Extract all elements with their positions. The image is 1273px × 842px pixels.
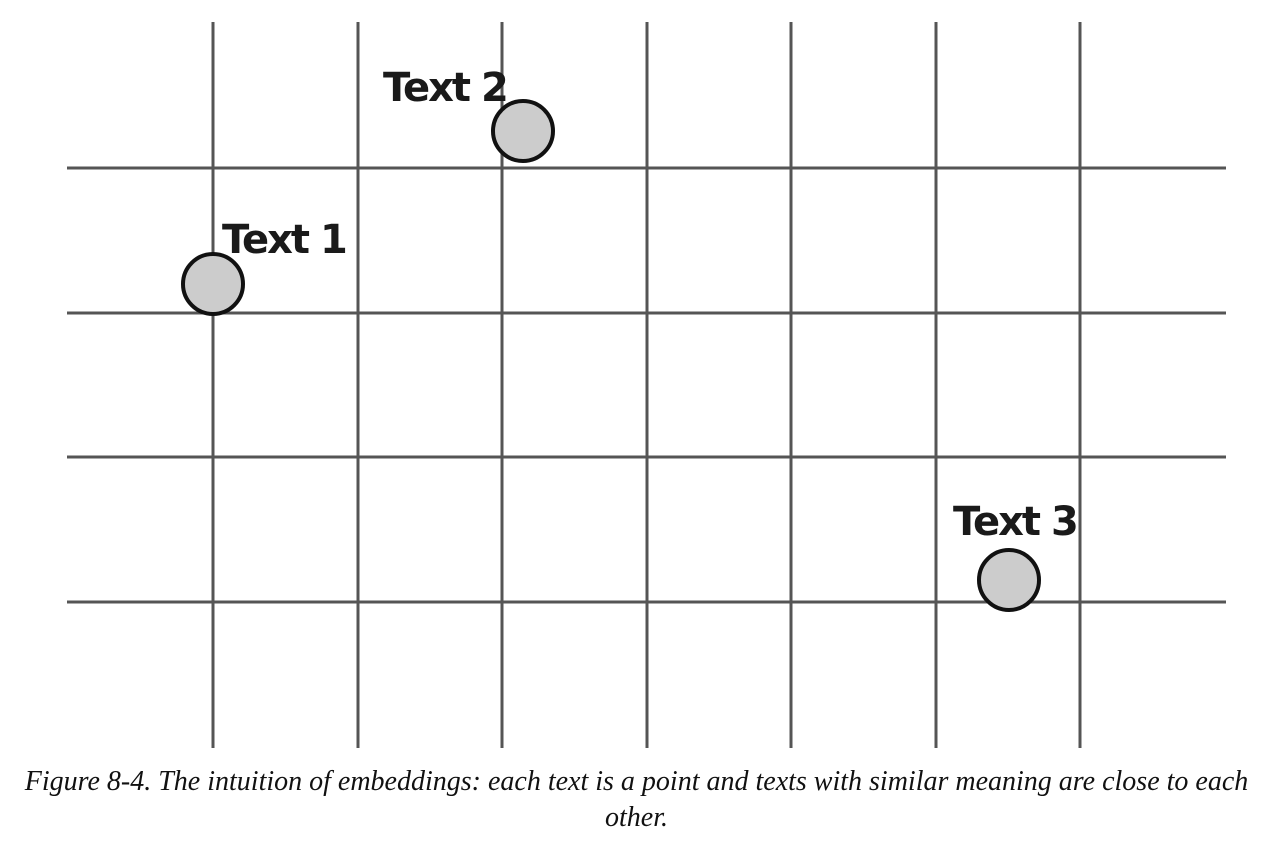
point-label-text-2: Text 2 (383, 65, 507, 111)
text-point-3: Text 3 (953, 499, 1079, 612)
figure-caption: Figure 8-4. The intuition of embeddings:… (24, 766, 1249, 833)
vertical-grid-lines (211, 22, 1082, 748)
point-marker (181, 252, 245, 316)
text-point-1: Text 1 (181, 217, 348, 316)
text-point-2: Text 2 (383, 65, 555, 163)
point-marker (491, 99, 555, 163)
point-label-text-3: Text 3 (953, 499, 1077, 545)
point-marker (977, 548, 1041, 612)
point-label-text-1: Text 1 (222, 217, 346, 263)
embedding-grid-diagram: Text 1 Text 2 Text 3 (67, 22, 1226, 748)
